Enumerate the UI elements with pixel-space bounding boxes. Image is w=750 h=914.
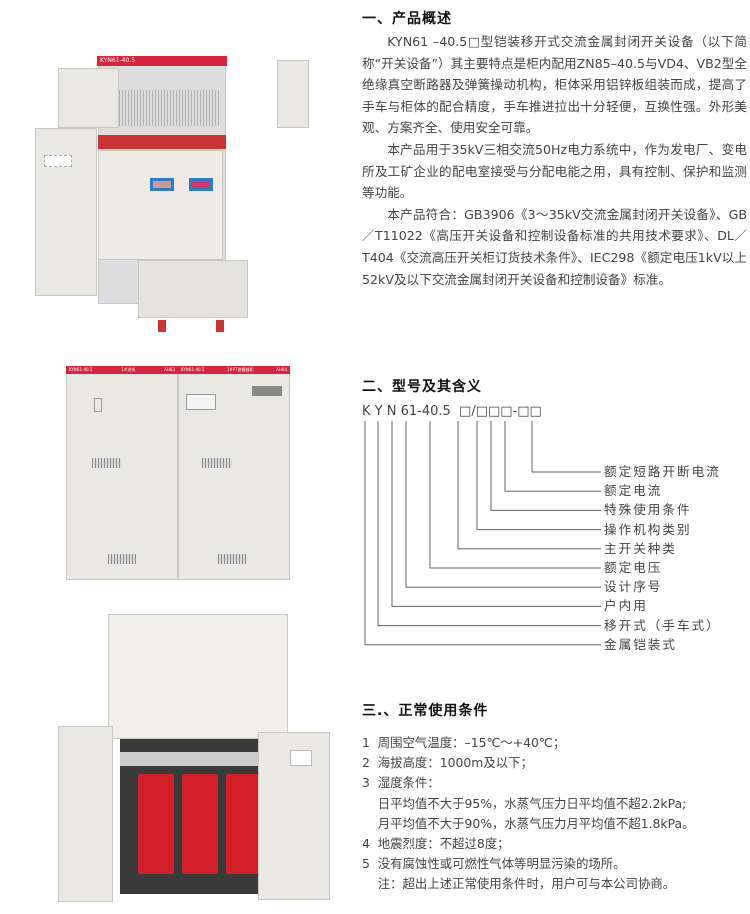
connector-line	[531, 421, 601, 473]
overview-paragraph: 本产品符合：GB3906《3～35kV交流金属封闭开关设备》、GB／T11022…	[362, 206, 747, 287]
transformer-cabinet-photo	[58, 614, 334, 906]
condition-item: 日平均值不大于95%，水蒸气压力日平均值不超2.2kPa;	[362, 795, 687, 811]
model-code-label: 额定短路开断电流	[604, 464, 721, 479]
model-code: K Y N 61-40.5 □/□□□-□□	[362, 404, 542, 419]
model-code-label: 户内用	[604, 598, 648, 614]
nameplate-text: KYN61-40.5	[181, 367, 205, 372]
connector-line	[429, 421, 601, 569]
connector-line	[476, 421, 601, 531]
condition-item: 1 周围空气温度：–15℃～+40℃；	[362, 735, 566, 750]
condition-item: 月平均值不大于90%，水蒸气压力月平均值不超1.8kPa。	[362, 815, 695, 831]
overview-paragraph: KYN61 –40.5□型铠装移开式交流金属封闭开关设备（以下简称“开关设备”）…	[362, 34, 747, 136]
connector-line	[504, 421, 601, 492]
condition-item: 3 湿度条件：	[362, 775, 440, 791]
model-code-label: 额定电压	[604, 560, 663, 575]
connector-line	[490, 421, 601, 511]
model-code-label: 额定电流	[604, 483, 663, 499]
condition-item: 5 没有腐蚀性或可燃性气体等明显污染的场所。	[362, 856, 626, 872]
nameplate-text: AH03	[164, 367, 175, 372]
connector-line	[405, 421, 601, 588]
model-code-label: 移开式（手车式）	[604, 617, 721, 633]
condition-item: 2 海拔高度：1000m及以下；	[362, 755, 533, 771]
section-title-conditions: 三.、正常使用条件	[362, 703, 489, 719]
connector-line	[457, 421, 601, 550]
section-title-overview: 一、产品概述	[362, 11, 452, 27]
model-code-label: 设计序号	[604, 579, 663, 595]
model-code-label: 操作机构类别	[604, 521, 692, 537]
connector-line	[391, 421, 601, 607]
section-title-model: 二、型号及其含义	[362, 379, 482, 395]
nameplate-text: KYN61-40.5	[69, 367, 93, 372]
model-code-label: 金属铠装式	[604, 636, 677, 652]
condition-item: 注：超出上述正常使用条件时，用户可与本公司协商。	[362, 876, 676, 892]
model-code-label: 特殊使用条件	[604, 502, 692, 518]
condition-item: 4 地震烈度：不超过8度；	[362, 836, 510, 851]
nameplate-text: 1#PT避雷器柜	[226, 367, 254, 372]
nameplate-text: 1#进线	[121, 367, 136, 372]
nameplate-text: AH04	[276, 367, 287, 372]
model-code-label: 主开关种类	[604, 540, 677, 556]
connector-line	[364, 421, 601, 646]
overview-paragraph: 本产品用于35kV三相交流50Hz电力系统中，作为发电厂、变电所及工矿企业的配电…	[362, 141, 747, 201]
overview-text: KYN61 –40.5□型铠装移开式交流金属封闭开关设备（以下简称“开关设备”）…	[362, 31, 747, 290]
switchgear-photo-open: KYN61-40.5	[30, 20, 310, 335]
switchgear-photo-front: KYN61-40.5 1#进线 AH03 KYN61-40.5 1#PT避雷器柜 AH0…	[66, 366, 292, 580]
connector-line	[377, 421, 601, 627]
nameplate-text: KYN61-40.5	[100, 57, 136, 64]
cabinet-nameplate: KYN61-40.5	[97, 56, 227, 66]
